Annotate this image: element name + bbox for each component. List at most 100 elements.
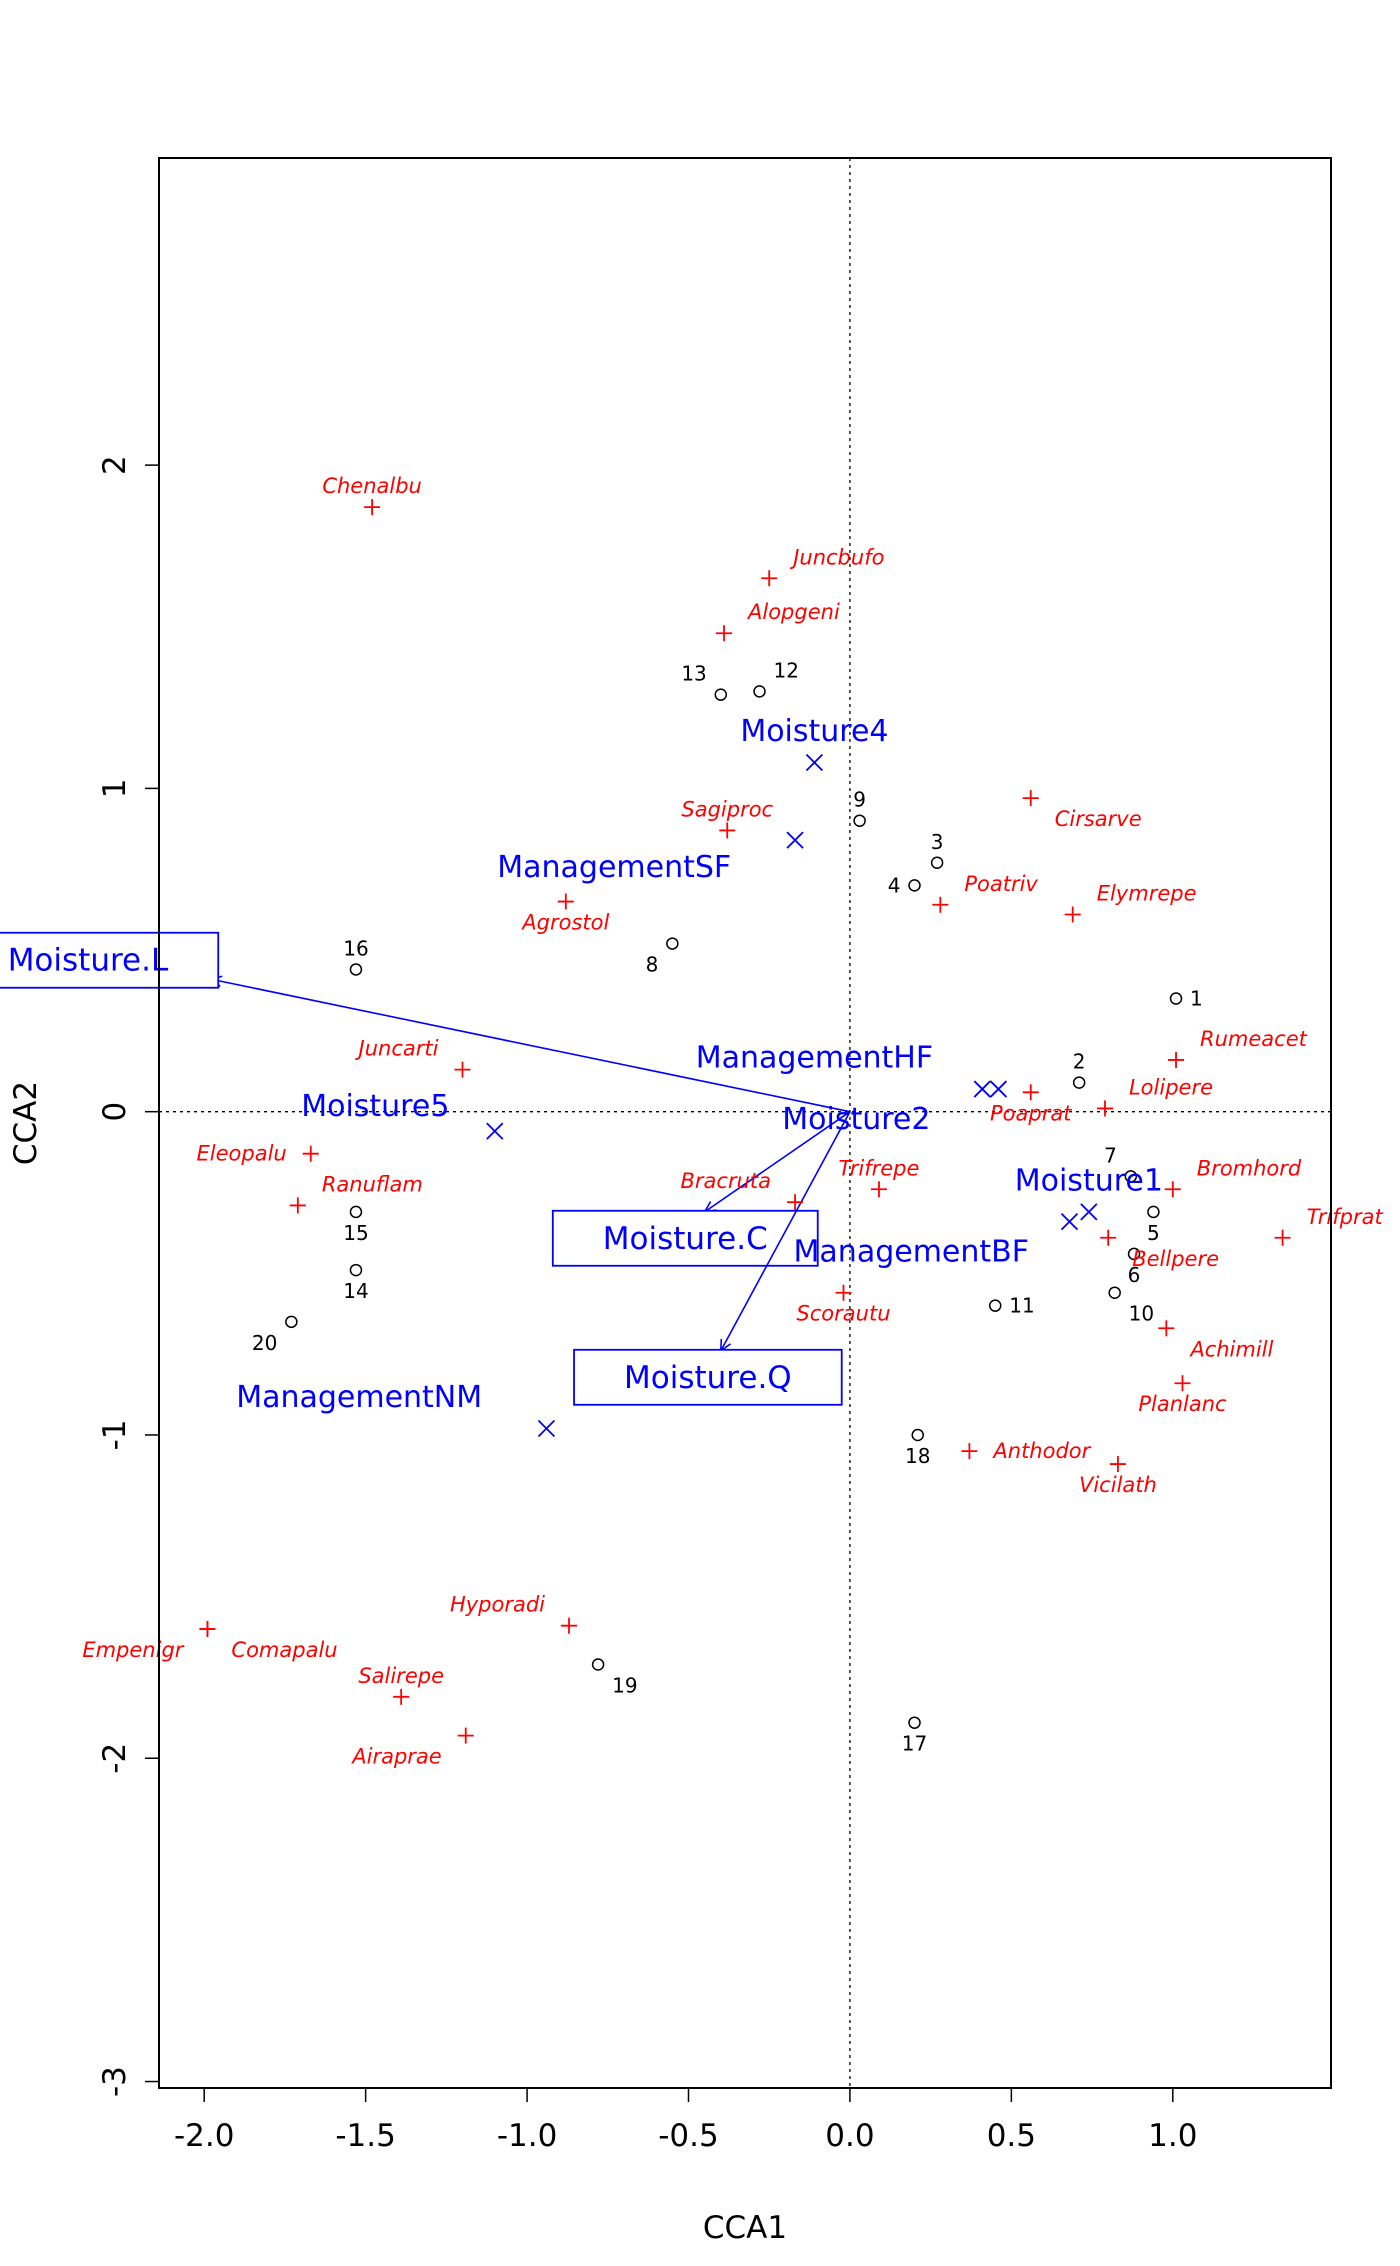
x-axis-title: CCA1 — [703, 2210, 787, 2246]
plot-frame — [158, 157, 1332, 2089]
site-label: 12 — [774, 658, 799, 682]
site-label: 7 — [1104, 1143, 1117, 1167]
site-label: 13 — [681, 662, 706, 686]
species-label: Lolipere — [1129, 1075, 1213, 1099]
factor-centroids: Moisture1Moisture2Moisture4Moisture5Mana… — [236, 714, 1163, 1438]
species-point-lolipere: Lolipere — [1096, 1075, 1213, 1117]
arrow-label-box — [0, 931, 220, 989]
species-point-eleopalu: Eleopalu — [197, 1142, 319, 1166]
y-tick-label: 1 — [97, 779, 133, 799]
species-point-bellpere: Bellpere — [1100, 1229, 1219, 1271]
species-point-poaprat: Poaprat — [990, 1084, 1072, 1125]
species-point-cirsarve: Cirsarve — [1022, 790, 1142, 831]
centroid-moisture2: Moisture2 — [782, 1080, 1008, 1137]
species-label: Poatriv — [964, 872, 1038, 896]
species-label: Salirepe — [358, 1664, 444, 1688]
species-point-bracruta: Bracruta — [681, 1169, 804, 1211]
y-tick-label: 0 — [97, 1102, 133, 1122]
species-point-poatriv: Poatriv — [932, 872, 1038, 913]
site-point — [349, 1205, 363, 1219]
arrow-shaft — [210, 978, 851, 1113]
site-label: 5 — [1147, 1221, 1160, 1245]
centroid-managementnm: ManagementNM — [236, 1380, 556, 1438]
site-label: 17 — [902, 1732, 927, 1756]
species-label: Scorautu — [796, 1302, 890, 1326]
arrow-shaft — [720, 1111, 851, 1352]
species-label: Juncbufo — [789, 545, 884, 569]
arrow-moisture-q: Moisture.Q — [573, 1111, 851, 1406]
site-label: 18 — [905, 1444, 930, 1468]
centroid-marker — [537, 1419, 556, 1438]
arrow-label-box — [551, 1209, 819, 1267]
centroid-label: ManagementNM — [236, 1380, 482, 1415]
site-point — [285, 1315, 298, 1329]
species-label: Juncarti — [355, 1037, 439, 1061]
site-point — [753, 685, 766, 698]
centroid-marker — [1080, 1203, 1098, 1221]
species-point-hyporadi: Hyporadi — [450, 1593, 578, 1634]
site-point — [714, 688, 728, 701]
centroid-label: Moisture1 — [1015, 1164, 1163, 1199]
site-label: 8 — [646, 953, 659, 977]
species-point-salirepe: Salirepe — [358, 1664, 444, 1705]
centroid-moisture1: Moisture1 — [1015, 1164, 1163, 1221]
site-point — [1124, 1170, 1138, 1183]
y-tick-label: -2 — [97, 1743, 133, 1774]
site-point — [591, 1658, 605, 1671]
species-point-agrostol: Agrostol — [520, 893, 609, 935]
site-point — [853, 814, 866, 827]
site-label: 16 — [343, 936, 368, 960]
site-label: 1 — [1190, 987, 1203, 1011]
y-tick-label: -1 — [97, 1420, 133, 1451]
centroid-marker — [989, 1080, 1008, 1098]
site-point — [908, 879, 921, 892]
centroid-marker — [1060, 1212, 1079, 1231]
site-point — [908, 1716, 921, 1729]
arrow-shaft — [704, 1111, 851, 1213]
site-label: 3 — [931, 830, 944, 854]
species-label: Cirsarve — [1055, 807, 1142, 831]
species-label: Comapalu — [231, 1638, 337, 1662]
arrow-label: Moisture.C — [603, 1221, 768, 1257]
species-label: Sagiproc — [681, 797, 773, 821]
centroid-managementbf: ManagementBF — [794, 1212, 1079, 1270]
x-tick-label: 1.0 — [1148, 2118, 1197, 2154]
species-point-rumeacet: Rumeacet — [1168, 1027, 1308, 1068]
environmental-arrows: Moisture.L Moisture.C Moisture.Q — [0, 931, 851, 1406]
species-point-chenalbu: Chenalbu — [322, 474, 422, 516]
centroid-managementhf: ManagementHF — [696, 1041, 991, 1098]
species-label: Bracruta — [681, 1169, 772, 1193]
centroid-managementsf: ManagementSF — [497, 831, 804, 885]
x-tick-label: 0.5 — [987, 2118, 1036, 2154]
site-label: 11 — [1009, 1294, 1034, 1318]
centroid-label: ManagementSF — [497, 850, 731, 885]
species-label: Bellpere — [1132, 1247, 1219, 1271]
site-point — [911, 1428, 924, 1442]
site-label: 15 — [343, 1221, 368, 1245]
species-label: Trifrepe — [839, 1156, 920, 1180]
centroid-label: Moisture4 — [740, 714, 888, 749]
site-label: 20 — [252, 1331, 277, 1355]
centroid-marker — [973, 1080, 991, 1098]
species-label: Ranuflam — [322, 1172, 423, 1196]
centroid-marker — [805, 753, 824, 772]
centroid-label: Moisture2 — [782, 1102, 930, 1137]
species-point-empenigr: Empenigr — [82, 1620, 216, 1662]
species-label: Eleopalu — [197, 1142, 287, 1166]
arrow-moisture-c: Moisture.C — [551, 1111, 851, 1267]
species-label: Rumeacet — [1200, 1027, 1308, 1051]
species-point-juncarti: Juncarti — [355, 1037, 471, 1078]
site-point — [666, 937, 679, 950]
species-label: Empenigr — [82, 1638, 184, 1662]
site-point — [1127, 1247, 1141, 1261]
arrow-moisture-l: Moisture.L — [0, 931, 851, 1113]
centroid-moisture5: Moisture5 — [301, 1089, 504, 1140]
centroid-moisture4: Moisture4 — [740, 714, 889, 772]
species-point-planlanc: Planlanc — [1138, 1375, 1227, 1416]
species-point-achimill: Achimill — [1158, 1320, 1274, 1361]
arrow-label: Moisture.Q — [624, 1360, 792, 1396]
x-tick-label: -1.0 — [497, 2118, 558, 2154]
species-point-ranuflam: Ranuflam — [289, 1172, 423, 1214]
